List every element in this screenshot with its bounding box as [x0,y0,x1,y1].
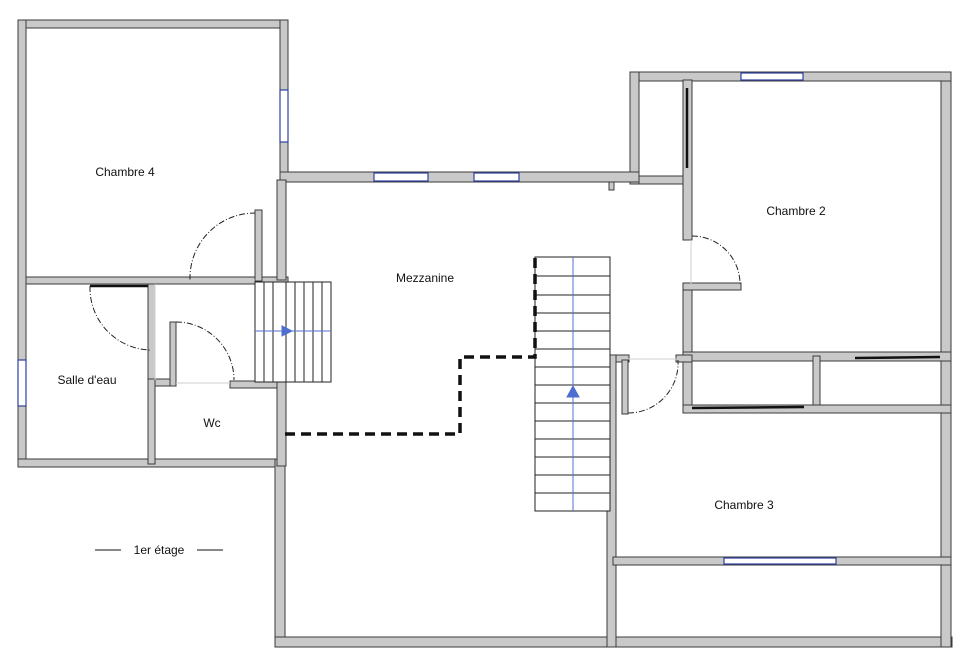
door-arc-chambre-3 [627,359,679,414]
wall [682,283,693,357]
window [373,172,429,182]
wall [621,359,629,415]
room-label-mezzanine: Mezzanine [396,271,454,285]
door-arc-salle-deau [89,285,151,351]
room-label-salle-deau: Salle d'eau [57,373,116,387]
room-label-wc: Wc [203,416,220,430]
wall [147,283,156,383]
wall [608,181,615,191]
wall [147,378,156,465]
door-arc-wc [175,321,235,381]
room-label-chambre-2: Chambre 2 [766,204,826,218]
doors [89,212,741,414]
window [723,557,837,565]
stairs-center [534,256,611,512]
wall [169,321,177,387]
room-label-chambre-4: Chambre 4 [95,165,155,179]
wall [274,458,286,648]
wall [682,404,952,414]
wall [682,355,693,413]
walls [17,19,953,648]
wall [254,209,263,282]
window [279,89,289,143]
window [740,72,804,81]
wall [276,179,287,281]
stairs-left [254,281,332,383]
windows [17,72,837,565]
window [473,172,520,182]
wall [812,355,821,411]
room-label-chambre-3: Chambre 3 [714,498,774,512]
stair-arrow-icon [281,325,294,337]
wardrobe-door [854,355,941,360]
wall [629,71,640,185]
wall [17,19,289,29]
floor-indicator: 1er étage [95,543,223,557]
door-arc-chambre-2 [691,235,741,285]
low-ceiling-boundary [285,258,537,436]
stair-arrow-icon [566,384,580,398]
wall [276,380,287,467]
door-arc-chambre-4 [189,212,256,281]
wall [279,171,640,183]
window [17,359,27,407]
floor-label: 1er étage [134,543,185,557]
wardrobe-door [691,405,805,410]
stair-outline [254,281,332,383]
wardrobe-lines [90,88,941,410]
wall [682,282,742,291]
opening-lines [154,240,692,384]
